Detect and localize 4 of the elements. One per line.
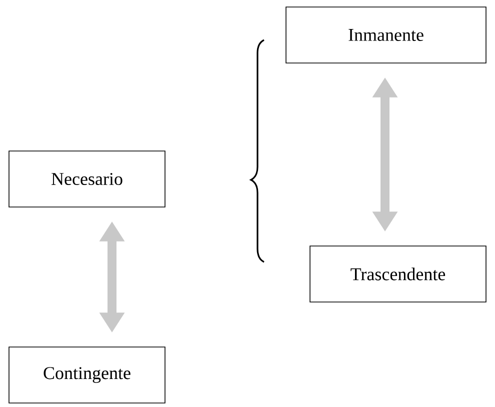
text-box: Trascendente bbox=[310, 246, 486, 302]
text-box: Contingente bbox=[8, 346, 166, 404]
text-box: Necesario bbox=[8, 150, 166, 208]
text-box: Inmanente bbox=[286, 6, 486, 64]
